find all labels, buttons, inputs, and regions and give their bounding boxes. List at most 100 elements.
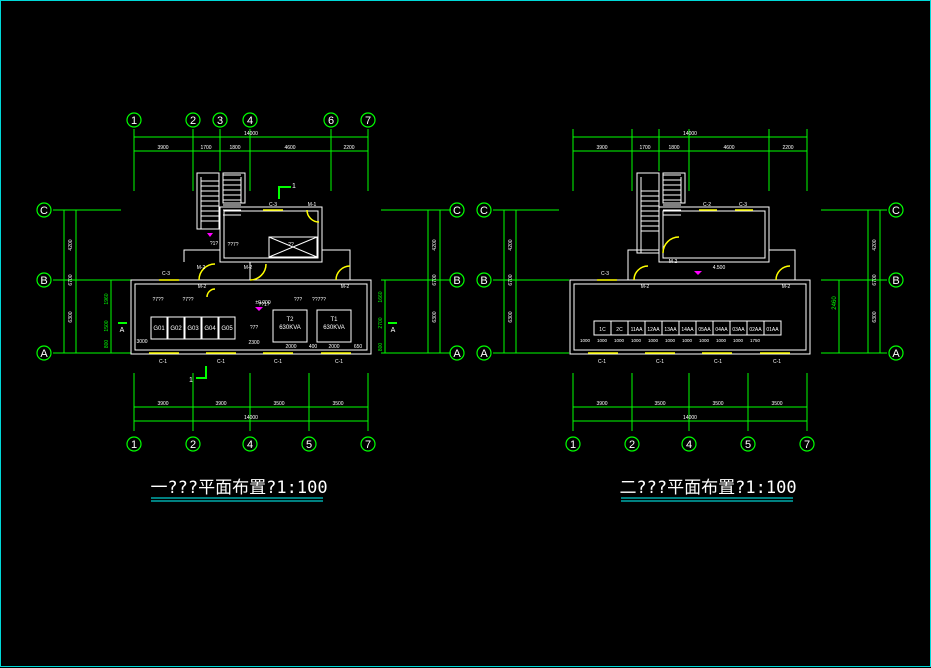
axis-bubble-A-right-label: A: [453, 348, 461, 360]
dim-2460: 2460: [832, 296, 838, 310]
panel-label: 04AA: [715, 327, 728, 333]
base-dim: 3000: [136, 339, 147, 345]
switchgear-label: G02: [170, 326, 182, 332]
section-mark-label: A: [120, 327, 125, 334]
top-dim: 3900: [596, 145, 607, 151]
side-dim-right: 6700: [872, 274, 878, 285]
floor2-walls: [569, 172, 811, 355]
base-dim: 1750: [750, 338, 761, 343]
floor2-title: 二???平面布置?1:100: [619, 478, 796, 498]
axis-bubble-C-right: C: [449, 202, 465, 218]
axis-bubble-7: 7: [799, 436, 815, 452]
floor2-dimension-lines: [493, 129, 887, 431]
door-label: M-2: [198, 284, 207, 290]
bottom-dim: 3900: [157, 401, 168, 407]
side-dim-right: 4200: [872, 239, 878, 250]
base-dim: 650: [354, 344, 363, 350]
room-label: ?7?: [294, 297, 303, 303]
top-dim: 1700: [639, 145, 650, 151]
panel-label: 13AA: [664, 327, 677, 333]
overall-dim-bottom: 14000: [244, 415, 258, 421]
axis-bubble-B-left-label: B: [480, 275, 487, 287]
panel-label: 11AA: [631, 327, 644, 333]
axis-bubble-4-label: 4: [247, 439, 253, 451]
floor2-openings: [588, 209, 791, 354]
panel-cell: [763, 320, 782, 336]
side-dim-left: 6300: [508, 311, 514, 322]
door-label: M-2: [641, 284, 650, 290]
panel-label: 2C: [616, 327, 623, 333]
floor1-axis-side: C C B B A A: [36, 202, 465, 361]
axis-bubble-B-left: B: [36, 272, 52, 288]
switchgear-cell: [184, 316, 202, 340]
axis-bubble-A-left-label: A: [480, 348, 488, 360]
door-label: M-2: [782, 284, 791, 290]
bottom-dim: 3500: [712, 401, 723, 407]
switchgear-label: G01: [153, 326, 165, 332]
panel-label: 12AA: [647, 327, 660, 333]
base-dim: 1000: [614, 338, 625, 343]
bottom-dim: 3500: [771, 401, 782, 407]
axis-bubble-A-right-label: A: [892, 348, 900, 360]
base-dim: 1000: [665, 338, 676, 343]
axis-bubble-6-label: 6: [328, 115, 334, 127]
switchgear-label: G04: [204, 326, 216, 332]
room-label: ?7?: [250, 325, 259, 331]
axis-bubble-A-left: A: [476, 345, 492, 361]
floor1-title: 一???平面布置?1:100: [150, 478, 327, 498]
side-dim-right: 6700: [432, 274, 438, 285]
axis-bubble-2: 2: [624, 436, 640, 452]
axis-bubble-3-label: 3: [217, 115, 223, 127]
axis-bubble-C-left: C: [36, 202, 52, 218]
side-dim-right: 6300: [432, 311, 438, 322]
section-mark-label: A: [391, 327, 396, 334]
base-dim: 1000: [716, 338, 727, 343]
side-dim-left: 4200: [68, 239, 74, 250]
panel-label: 1C: [599, 327, 606, 333]
room-label: ?7??: [152, 297, 163, 303]
base-dim: 1000: [733, 338, 744, 343]
axis-bubble-5-label: 5: [745, 439, 751, 451]
axis-bubble-C-right: C: [888, 202, 904, 218]
axis-bubble-7-label: 7: [365, 439, 371, 451]
top-dim: 1800: [668, 145, 679, 151]
bottom-dim: 3900: [596, 401, 607, 407]
panel-label: 03AA: [732, 327, 745, 333]
door-label: C-1: [335, 359, 343, 365]
switchgear-cell: [150, 316, 168, 340]
stair-label: ?1?: [210, 241, 219, 247]
axis-bubble-2: 2: [185, 436, 201, 452]
axis-bubble-B-right: B: [449, 272, 465, 288]
level-label: ±0.000: [255, 300, 270, 306]
axis-bubble-1: 1: [565, 436, 581, 452]
room-label: ??7??: [312, 297, 326, 303]
axis-bubble-4-label: 4: [247, 115, 253, 127]
axis-bubble-A-right: A: [449, 345, 465, 361]
axis-bubble-C-right-label: C: [453, 205, 461, 217]
room-label: ?7??: [182, 297, 193, 303]
door-label: C-3: [601, 271, 609, 277]
side-dim-right: 4200: [432, 239, 438, 250]
transformer-name: T2: [286, 317, 294, 323]
top-dim: 3900: [157, 145, 168, 151]
door-label: C-1: [217, 359, 225, 365]
axis-bubble-4: 4: [242, 112, 258, 128]
floor2-level-mark: [694, 271, 702, 275]
base-dim: 1000: [648, 338, 659, 343]
top-dim: 2200: [782, 145, 793, 151]
axis-bubble-1-label: 1: [131, 439, 137, 451]
door-label: C-1: [598, 359, 606, 365]
door-label: M-2: [244, 265, 253, 271]
door-label: C-1: [773, 359, 781, 365]
bay-dim-left: 800: [104, 340, 110, 349]
